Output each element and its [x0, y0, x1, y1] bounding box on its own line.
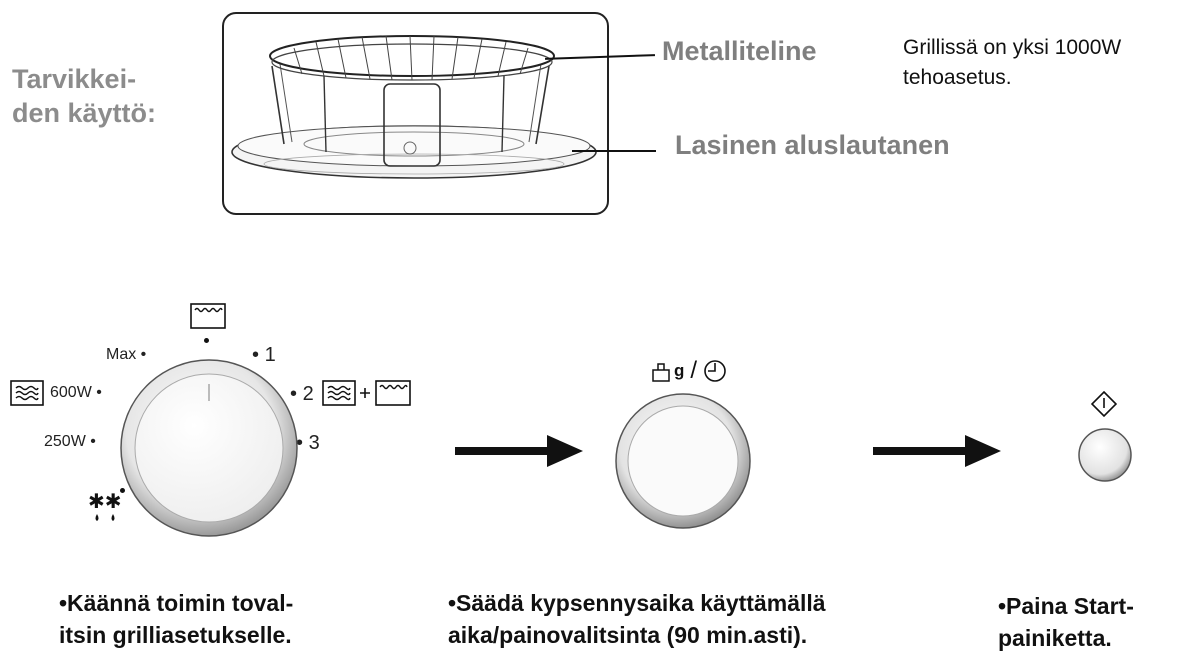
microwave-plus-grill-icon: [322, 380, 411, 406]
arrow-step1-to-step2: [455, 433, 583, 469]
timer-weight-dial[interactable]: [613, 391, 753, 536]
start-button[interactable]: [1076, 426, 1134, 489]
grill-icon: [190, 303, 226, 329]
start-icon: [1091, 391, 1117, 417]
plate-leader-line: [572, 150, 656, 152]
weight-unit: g: [674, 361, 685, 380]
grill-icon-top: [190, 303, 226, 329]
function-dial-knob[interactable]: [118, 357, 300, 539]
label-3-text: 3: [308, 432, 320, 454]
snowflake-drops-icon: ✱✱: [88, 490, 122, 521]
label-1-text: 1: [264, 344, 276, 366]
microwave-icon-left: [10, 380, 44, 406]
plate-label: Lasinen aluslautanen: [675, 130, 950, 160]
right-arrow-icon: [455, 435, 583, 467]
weight-icon: [652, 363, 670, 382]
label-2: • 2: [290, 383, 314, 405]
label-1: • 1: [252, 344, 276, 366]
label-max-text: Max: [106, 346, 137, 363]
start-symbol: [1091, 391, 1117, 417]
rack-and-plate-drawing: [231, 35, 597, 179]
label-250w: 250W •: [44, 433, 96, 450]
label-600w: 600W •: [50, 384, 102, 401]
svg-text:✱✱: ✱✱: [88, 490, 122, 513]
right-arrow-icon: [873, 435, 1001, 467]
defrost-icon: ✱✱: [86, 490, 130, 526]
dial-marker-grill: [204, 338, 209, 343]
timer-separator: /: [690, 357, 698, 384]
microwave-icon: [10, 380, 44, 406]
timer-dial-knob[interactable]: [613, 391, 753, 531]
accessory-illustration: [222, 12, 609, 215]
grill-power-note: Grillissä on yksi 1000W tehoasetus.: [903, 36, 1122, 89]
label-2-text: 2: [302, 383, 314, 405]
label-250w-text: 250W: [44, 433, 86, 450]
label-600w-text: 600W: [50, 384, 92, 401]
arrow-step2-to-step3: [873, 433, 1001, 469]
step1-caption: •Käännä toimin toval- itsin grilliasetuk…: [59, 590, 294, 648]
start-button-knob[interactable]: [1076, 426, 1134, 484]
clock-icon: [704, 360, 726, 382]
rack-label: Metalliteline: [662, 36, 817, 66]
step3-caption: •Paina Start- painiketta.: [998, 593, 1134, 651]
dial-marker-defrost: [120, 488, 125, 493]
accessories-heading: Tarvikkei- den käyttö:: [12, 64, 157, 128]
label-max: Max •: [106, 346, 147, 363]
step2-caption: •Säädä kypsennysaika käyttämällä aika/pa…: [448, 590, 826, 648]
combi-icon: [322, 380, 420, 406]
timer-weight-symbols: g /: [650, 357, 727, 385]
function-selector-dial[interactable]: [118, 357, 300, 544]
label-3: • 3: [296, 432, 320, 454]
